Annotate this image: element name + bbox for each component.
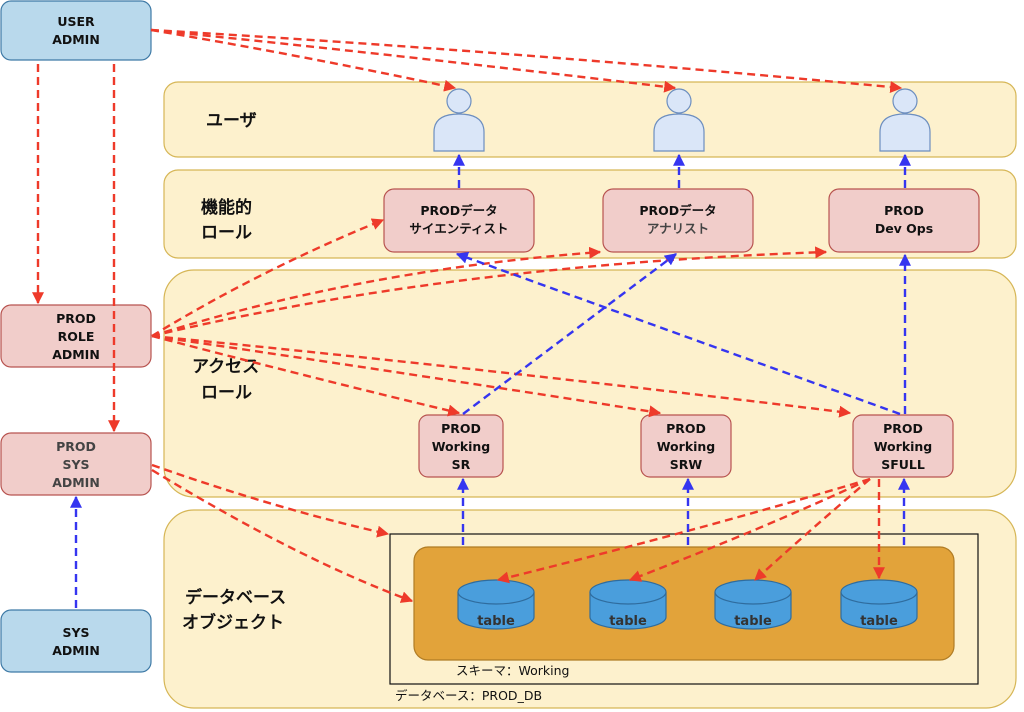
role-label-line: SFULL [881,457,925,472]
user-person-icon[interactable] [653,88,705,152]
edge-role-admin-to-sr [151,334,461,417]
prod-role-admin-node[interactable]: PROD ROLE ADMIN [0,304,152,368]
access-role-working-sfull[interactable]: PROD Working SFULL [852,414,954,478]
edge-sfull-to-table2 [628,477,871,582]
database-label: データベース：PROD_DB [395,688,542,703]
role-label-line: PROD [883,421,923,436]
user-person-icon[interactable] [879,88,931,152]
admin-label-line: ADMIN [52,347,100,362]
table-label: table [477,614,515,629]
prod-sys-admin-node[interactable]: PROD SYS ADMIN [0,432,152,496]
table-cylinder[interactable]: table [714,579,792,630]
lane-access-roles: アクセス ロール [163,269,1017,498]
schema-label: スキーマ：Working [456,663,569,678]
schema-container [413,546,955,661]
role-label-line: サイエンティスト [409,221,508,236]
role-label-line: アナリスト [647,221,709,236]
admin-label-line: ADMIN [52,475,100,490]
lane-functional-roles: 機能的 ロール [163,169,1017,259]
edge-sfull-to-ds [455,252,901,416]
role-label-line: PROD [441,421,481,436]
edge-role-admin-to-sfull [151,334,852,418]
lane-functional-roles-label-line2: ロール [201,223,252,243]
access-role-working-sr[interactable]: PROD Working SR [418,414,504,478]
edge-user-admin-to-user2 [150,28,677,93]
admin-label-line: PROD [56,311,96,326]
table-label: table [609,614,647,629]
edge-user-admin-to-user1 [150,28,457,92]
user-admin-node[interactable]: USER ADMIN [0,0,152,61]
role-label-line: Dev Ops [875,221,933,236]
functional-role-devops[interactable]: PROD Dev Ops [828,188,980,253]
edges [32,28,911,608]
admin-label-line: ADMIN [52,32,100,47]
edge-sfull-to-table1 [496,477,871,584]
table-cylinder[interactable]: table [589,579,667,630]
admin-label-line: USER [57,14,95,29]
table-cylinder[interactable]: table [457,579,535,630]
edge-role-admin-to-analyst [151,246,602,338]
edge-user-admin-to-user3 [150,28,903,93]
role-label-line: Working [874,439,933,454]
admin-label-line: SYS [62,625,89,640]
table-label: table [860,614,898,629]
role-label-line: Working [657,439,716,454]
functional-role-data-scientist[interactable]: PRODデータ サイエンティスト [383,188,535,253]
table-label: table [734,614,772,629]
database-container [389,533,979,685]
access-role-working-srw[interactable]: PROD Working SRW [640,414,732,478]
table-cylinder[interactable]: table [840,579,918,630]
functional-role-data-analyst[interactable]: PRODデータ アナリスト [602,188,754,253]
role-label-line: PRODデータ [420,203,497,218]
lane-users: ユーザ [163,81,1017,158]
edge-sfull-to-table3 [754,478,871,581]
sys-admin-node[interactable]: SYS ADMIN [0,609,152,673]
lane-db-objects-label-line2: オブジェクト [182,612,284,633]
role-label-line: SR [452,457,471,472]
edge-role-admin-to-srw [151,334,662,418]
lane-access-roles-label-line1: アクセス [192,357,259,377]
lane-users-label: ユーザ [206,111,257,131]
edge-sr-to-analyst [462,253,677,415]
edge-role-admin-to-ds [151,218,385,338]
role-label-line: PRODデータ [639,203,716,218]
role-label-line: Working [432,439,491,454]
edge-role-admin-to-devops [151,246,828,338]
edge-sys-admin-to-database [151,463,390,538]
user-person-icon[interactable] [433,88,485,152]
lane-functional-roles-label-line1: 機能的 [201,197,252,218]
admin-label-line: SYS [62,457,89,472]
edge-sys-admin-to-schema [151,468,414,603]
admin-label-line: PROD [56,439,96,454]
role-label-line: PROD [666,421,706,436]
role-label-line: SRW [670,457,703,472]
admin-label-line: ROLE [58,329,95,344]
lane-access-roles-label-line2: ロール [201,383,252,403]
lane-db-objects-label-line1: データベース [185,587,286,608]
admin-label-line: ADMIN [52,643,100,658]
role-label-line: PROD [884,203,924,218]
